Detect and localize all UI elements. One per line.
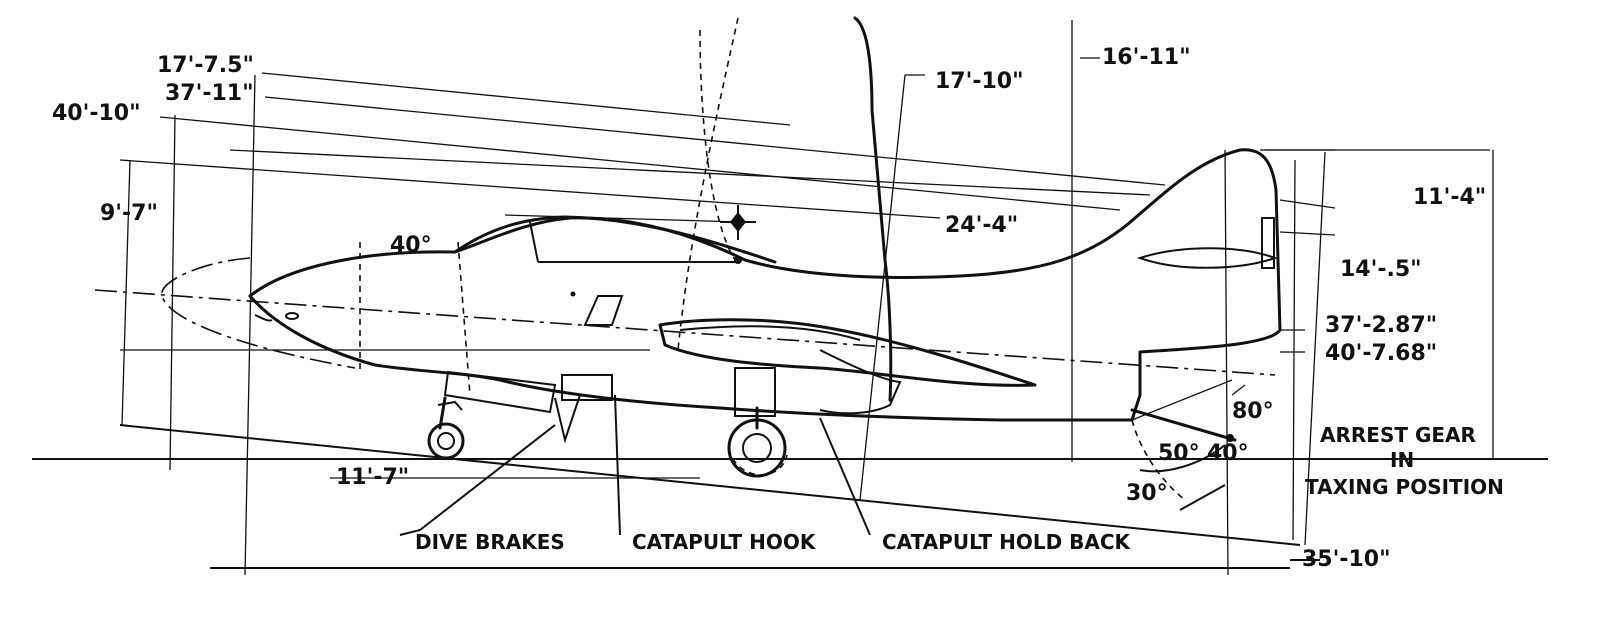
callout-labels: DIVE BRAKES CATAPULT HOOK CATAPULT HOLD … (415, 423, 1504, 554)
label-dive-brakes: DIVE BRAKES (415, 530, 565, 554)
dim-35-10: 35'-10" (1302, 547, 1391, 572)
dim-16-11: 16'-11" (1102, 45, 1191, 70)
arrest-gear-hook (1130, 408, 1237, 442)
dim-11-4: 11'-4" (1413, 185, 1486, 210)
fuselage-centerline (94, 289, 1276, 376)
dim-30-deg: 30° (1126, 481, 1168, 506)
dive-brakes-leader (399, 424, 556, 536)
label-arrest-gear-1: ARREST GEAR (1320, 423, 1476, 447)
label-catapult-hook: CATAPULT HOOK (632, 530, 817, 554)
dimension-labels: 17'-7.5" 37'-11" 40'-10" 9'-7" 40° 17'-1… (52, 45, 1486, 572)
dim-50-deg: 50° (1158, 441, 1200, 466)
fuselage-upper-outline (248, 148, 1282, 422)
label-arrest-gear-2: IN (1390, 448, 1414, 472)
dim-37-11: 37'-11" (165, 81, 254, 106)
horizontal-stabilizer (1136, 247, 1278, 269)
dim-37-2-87: 37'-2.87" (1325, 313, 1437, 338)
catapult-hook-fairing (561, 374, 613, 401)
slanted-dimension-lines (119, 72, 1490, 353)
dim-24-4: 24'-4" (945, 213, 1018, 238)
reference-lines (32, 20, 1548, 576)
dim-40-deg: 40° (390, 233, 432, 258)
wing-fold-arc-left (677, 17, 739, 351)
callout-leaders (330, 394, 871, 536)
fuselage-lower-outline (248, 294, 1134, 422)
nose-swing-outline (161, 257, 356, 369)
dim-11-7: 11'-7" (336, 465, 409, 490)
label-catapult-hold-back: CATAPULT HOLD BACK (882, 530, 1132, 554)
dim-40-deg-b: 40° (1207, 441, 1249, 466)
cg-marker (504, 205, 756, 264)
nose-landing-gear (427, 396, 465, 460)
main-landing-gear (727, 406, 788, 478)
catapult-hook-leader (614, 394, 621, 536)
dim-14-5: 14'-.5" (1340, 257, 1422, 282)
catapult-hold-back-leader (819, 417, 871, 536)
dim-40-7-68: 40'-7.68" (1325, 341, 1437, 366)
dim-40-10: 40'-10" (52, 101, 141, 126)
wing-root-outline (658, 318, 1037, 387)
dim-9-7: 9'-7" (100, 201, 158, 226)
arrest-gear-angles (1131, 379, 1246, 511)
tail-down-ground-line (119, 424, 1301, 546)
dive-brake-panel (443, 370, 557, 414)
aircraft-outline (248, 148, 1282, 444)
dim-80-deg: 80° (1232, 399, 1274, 424)
dim-17-7-5: 17'-7.5" (157, 53, 254, 78)
wing-fold-tip (853, 16, 893, 402)
label-arrest-gear-3: TAXING POSITION (1305, 475, 1504, 499)
main-gear-door (734, 367, 776, 417)
canopy-outline (453, 215, 777, 264)
side-window (583, 295, 624, 326)
dim-17-10: 17'-10" (935, 69, 1024, 94)
